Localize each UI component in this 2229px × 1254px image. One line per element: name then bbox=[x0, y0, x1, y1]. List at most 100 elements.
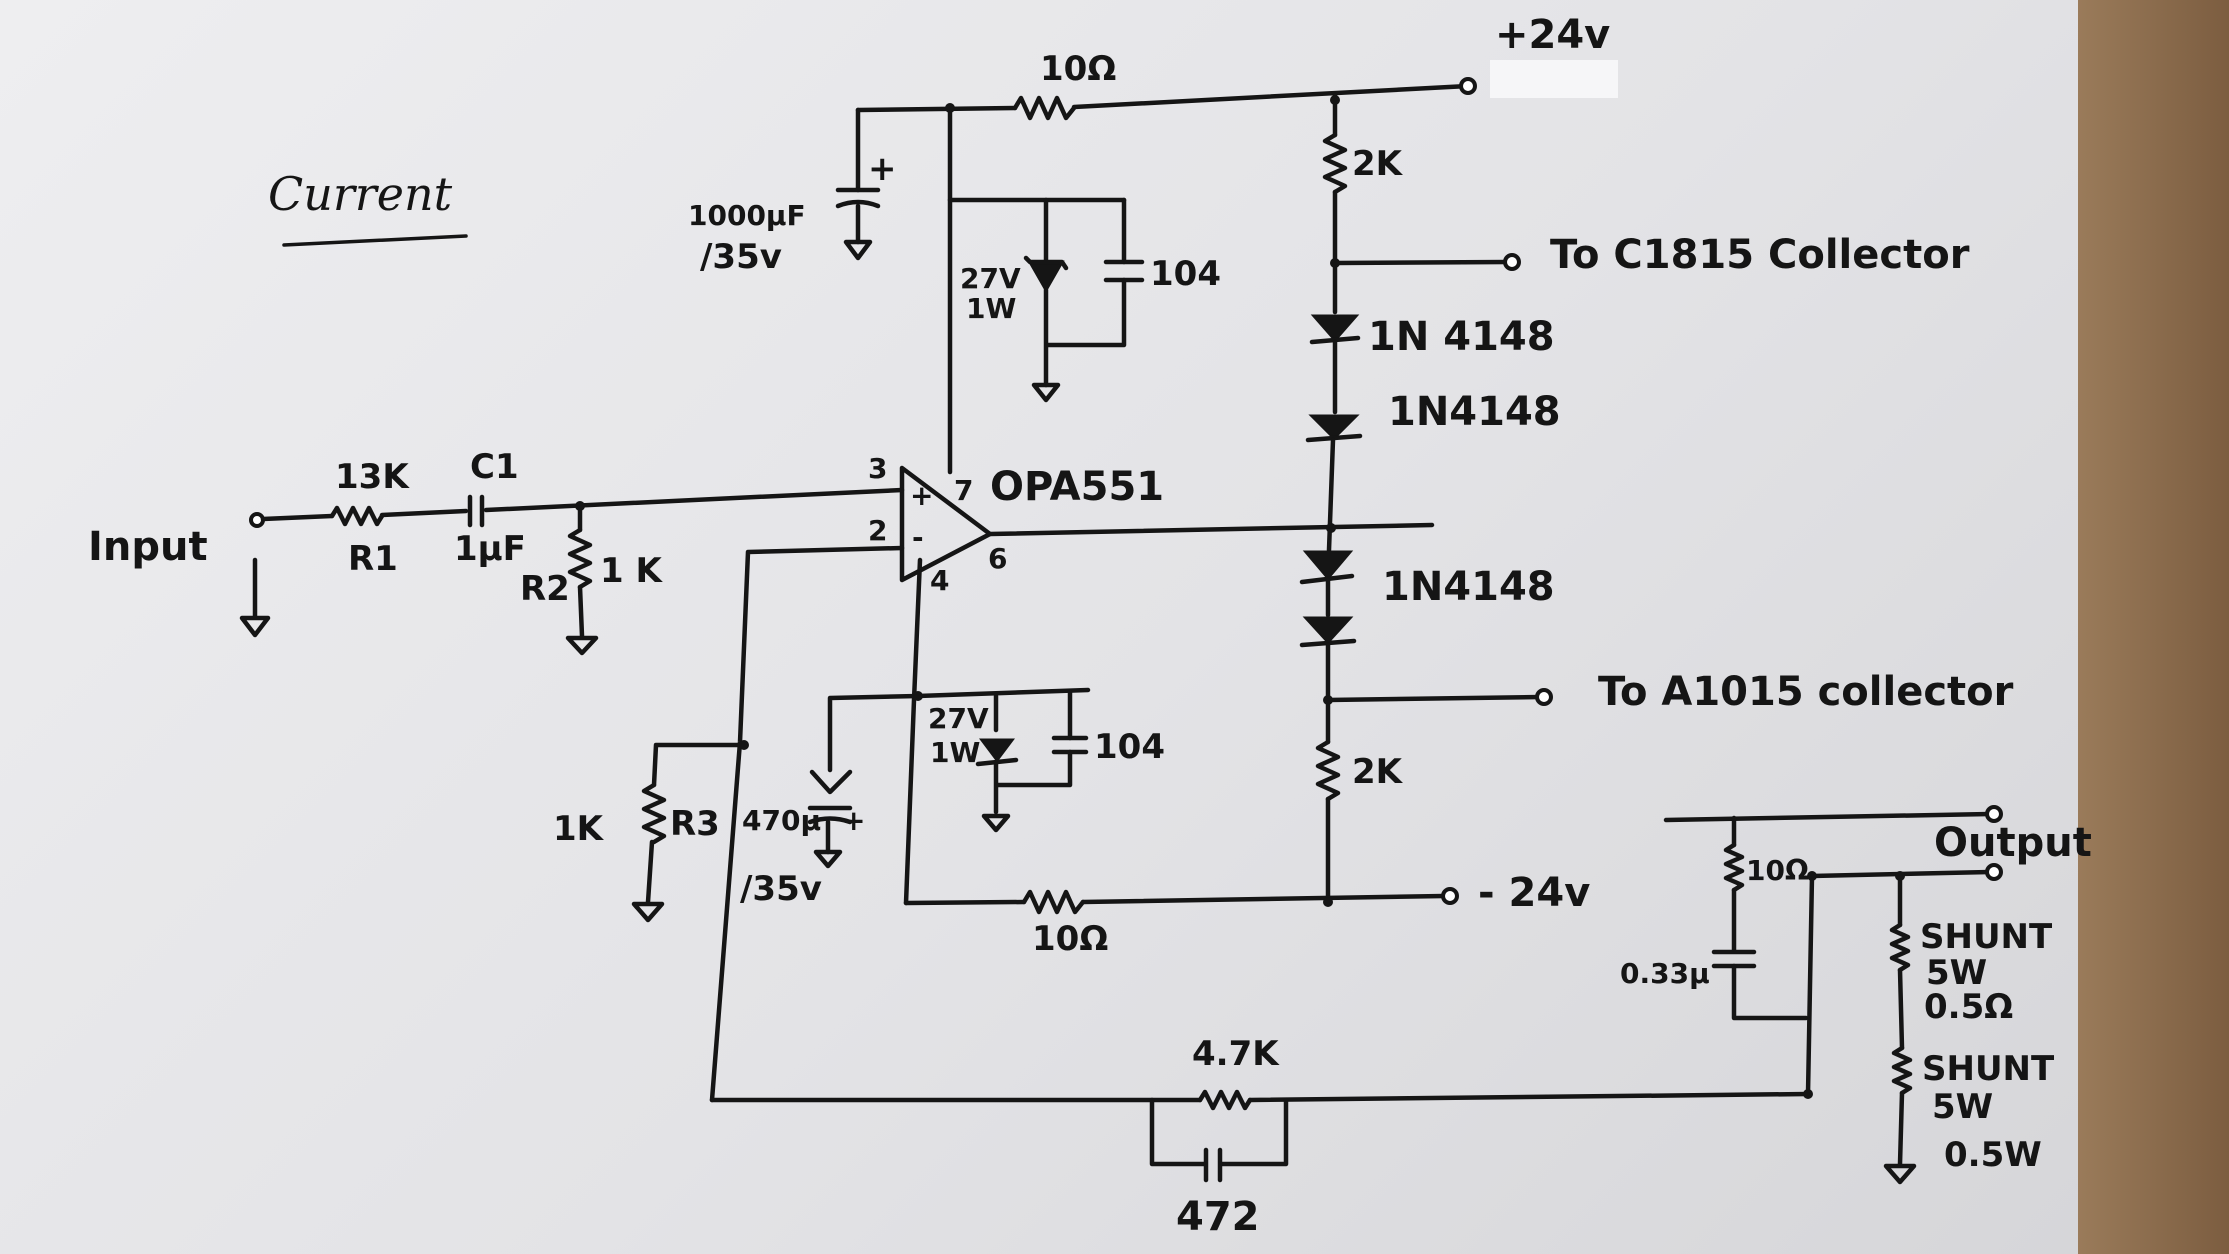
label-output: Output bbox=[1934, 820, 2092, 866]
junction bbox=[1803, 1089, 1813, 1099]
gnd-input bbox=[239, 615, 271, 638]
label-zener-top-w: 1W bbox=[966, 292, 1016, 325]
label-cap-470-v: /35v bbox=[740, 869, 822, 909]
resistor-r2-1k[interactable] bbox=[567, 527, 593, 590]
label-opamp-minus: - bbox=[912, 521, 924, 554]
wire-c1-opamp bbox=[483, 487, 905, 513]
label-c1-name: C1 bbox=[470, 447, 519, 487]
wire-top-rail-left bbox=[855, 105, 1018, 113]
label-r3-val: 1K bbox=[553, 809, 605, 849]
cap-104-bot[interactable] bbox=[1051, 735, 1089, 755]
zener-diode-bot[interactable] bbox=[979, 738, 1015, 763]
label-plus-1000: + bbox=[868, 149, 897, 189]
junction bbox=[1323, 897, 1333, 907]
gnd-cap1000 bbox=[843, 239, 873, 261]
wire-zener-bot bbox=[993, 689, 1073, 815]
wire-r1-c1 bbox=[379, 508, 469, 518]
gnd-r2 bbox=[565, 635, 599, 656]
label-bot-res: 10Ω bbox=[1032, 919, 1108, 959]
junction bbox=[739, 740, 749, 750]
resistor-r1-13k[interactable] bbox=[329, 505, 385, 527]
wire-to-c1815 bbox=[1332, 259, 1511, 266]
wire-r3-gnd bbox=[645, 839, 655, 905]
resistor-2k-bot[interactable] bbox=[1315, 739, 1341, 802]
title: Current bbox=[268, 167, 453, 221]
resistor-10ohm-bot[interactable] bbox=[1021, 889, 1086, 915]
label-vneg: - 24v bbox=[1478, 870, 1590, 916]
wire-470-cap bbox=[827, 693, 921, 773]
label-fb-cap: 472 bbox=[1176, 1194, 1260, 1240]
a1015-terminal[interactable] bbox=[1535, 688, 1553, 706]
c1815-terminal[interactable] bbox=[1503, 253, 1521, 271]
resistor-r3-1k[interactable] bbox=[641, 782, 667, 845]
label-r2-val: 1 K bbox=[600, 551, 663, 591]
wire-r3 bbox=[651, 742, 747, 788]
junction bbox=[945, 103, 955, 113]
opamp-triangle[interactable] bbox=[899, 465, 993, 583]
resistor-4k7[interactable] bbox=[1197, 1089, 1253, 1111]
output-terminal-top[interactable] bbox=[1985, 805, 2003, 823]
label-pin2: 2 bbox=[868, 514, 887, 547]
wire-output-down bbox=[1805, 873, 1815, 1097]
gnd-470 bbox=[813, 849, 843, 869]
label-shunt2-c: 0.5W bbox=[1944, 1135, 2042, 1175]
resistor-shunt-2[interactable] bbox=[1891, 1045, 1913, 1096]
label-cap-470: 470µ bbox=[742, 804, 821, 837]
gnd-r3 bbox=[631, 901, 665, 923]
label-zener-bot-w: 1W bbox=[930, 736, 980, 769]
label-cap-033: 0.33µ bbox=[1620, 957, 1710, 990]
paper-sheet bbox=[0, 0, 2078, 1254]
label-d2: 1N4148 bbox=[1388, 389, 1561, 435]
wire-bias-3 bbox=[1326, 437, 1336, 553]
label-top-res: 10Ω bbox=[1040, 49, 1116, 89]
resistor-shunt-1[interactable] bbox=[1889, 922, 1911, 973]
label-fb-res: 4.7K bbox=[1192, 1034, 1280, 1074]
vpos-terminal[interactable] bbox=[1459, 77, 1477, 95]
wire-shunt-gnd bbox=[1897, 1090, 1905, 1167]
diode-1n4148-1[interactable] bbox=[1310, 314, 1360, 343]
diode-1n4148-3[interactable] bbox=[1302, 550, 1354, 581]
wire-shunt-mid bbox=[1897, 967, 1905, 1051]
label-r1-name: R1 bbox=[348, 539, 398, 579]
junction bbox=[1807, 871, 1817, 881]
label-zener-top: 27V bbox=[960, 262, 1021, 295]
zener-diode-top[interactable] bbox=[1027, 260, 1065, 294]
label-cap-104-bot: 104 bbox=[1094, 727, 1165, 767]
diode-1n4148-2[interactable] bbox=[1308, 414, 1360, 441]
label-r2k-top: 2K bbox=[1352, 144, 1404, 184]
label-cap-1000: 1000µF bbox=[688, 199, 806, 232]
diode-1n4148-4[interactable] bbox=[1302, 616, 1354, 645]
wire-fb-cap bbox=[1149, 1097, 1289, 1167]
label-vpos: +24v bbox=[1495, 12, 1610, 58]
label-to-a1015: To A1015 collector bbox=[1598, 669, 2014, 715]
wire-inverting bbox=[709, 545, 905, 1103]
label-cap-470-plus: + bbox=[842, 804, 865, 837]
wire-bot-rail-left bbox=[903, 899, 1027, 906]
label-d3: 1N4148 bbox=[1382, 564, 1555, 610]
label-pin7: 7 bbox=[954, 474, 973, 507]
label-pin4: 4 bbox=[930, 564, 949, 597]
wire-to-a1015 bbox=[1325, 694, 1543, 703]
junction bbox=[575, 501, 585, 511]
label-r1-val: 13K bbox=[335, 457, 410, 497]
cap-472[interactable] bbox=[1203, 1147, 1223, 1183]
wire-input bbox=[260, 513, 335, 522]
label-c1-val: 1µF bbox=[454, 529, 526, 569]
junction bbox=[1323, 695, 1333, 705]
cap-1000uf bbox=[835, 187, 881, 209]
wire-bot-rail-right bbox=[1080, 893, 1447, 905]
gnd-zener-bot bbox=[981, 813, 1011, 833]
label-d1: 1N 4148 bbox=[1368, 314, 1555, 360]
cap-470uf[interactable] bbox=[807, 805, 853, 825]
wire-output-top bbox=[1663, 811, 1993, 823]
resistor-10ohm-out[interactable] bbox=[1723, 842, 1745, 893]
arrow-470 bbox=[809, 769, 853, 795]
resistor-2k-top[interactable] bbox=[1322, 132, 1348, 195]
output-terminal[interactable] bbox=[1985, 863, 2003, 881]
label-opamp: OPA551 bbox=[990, 464, 1164, 510]
vneg-terminal[interactable] bbox=[1441, 887, 1459, 905]
cap-104-top[interactable] bbox=[1103, 259, 1145, 283]
wooden-background bbox=[2078, 0, 2229, 1254]
junction bbox=[1326, 523, 1336, 533]
cap-c1[interactable] bbox=[467, 494, 485, 528]
